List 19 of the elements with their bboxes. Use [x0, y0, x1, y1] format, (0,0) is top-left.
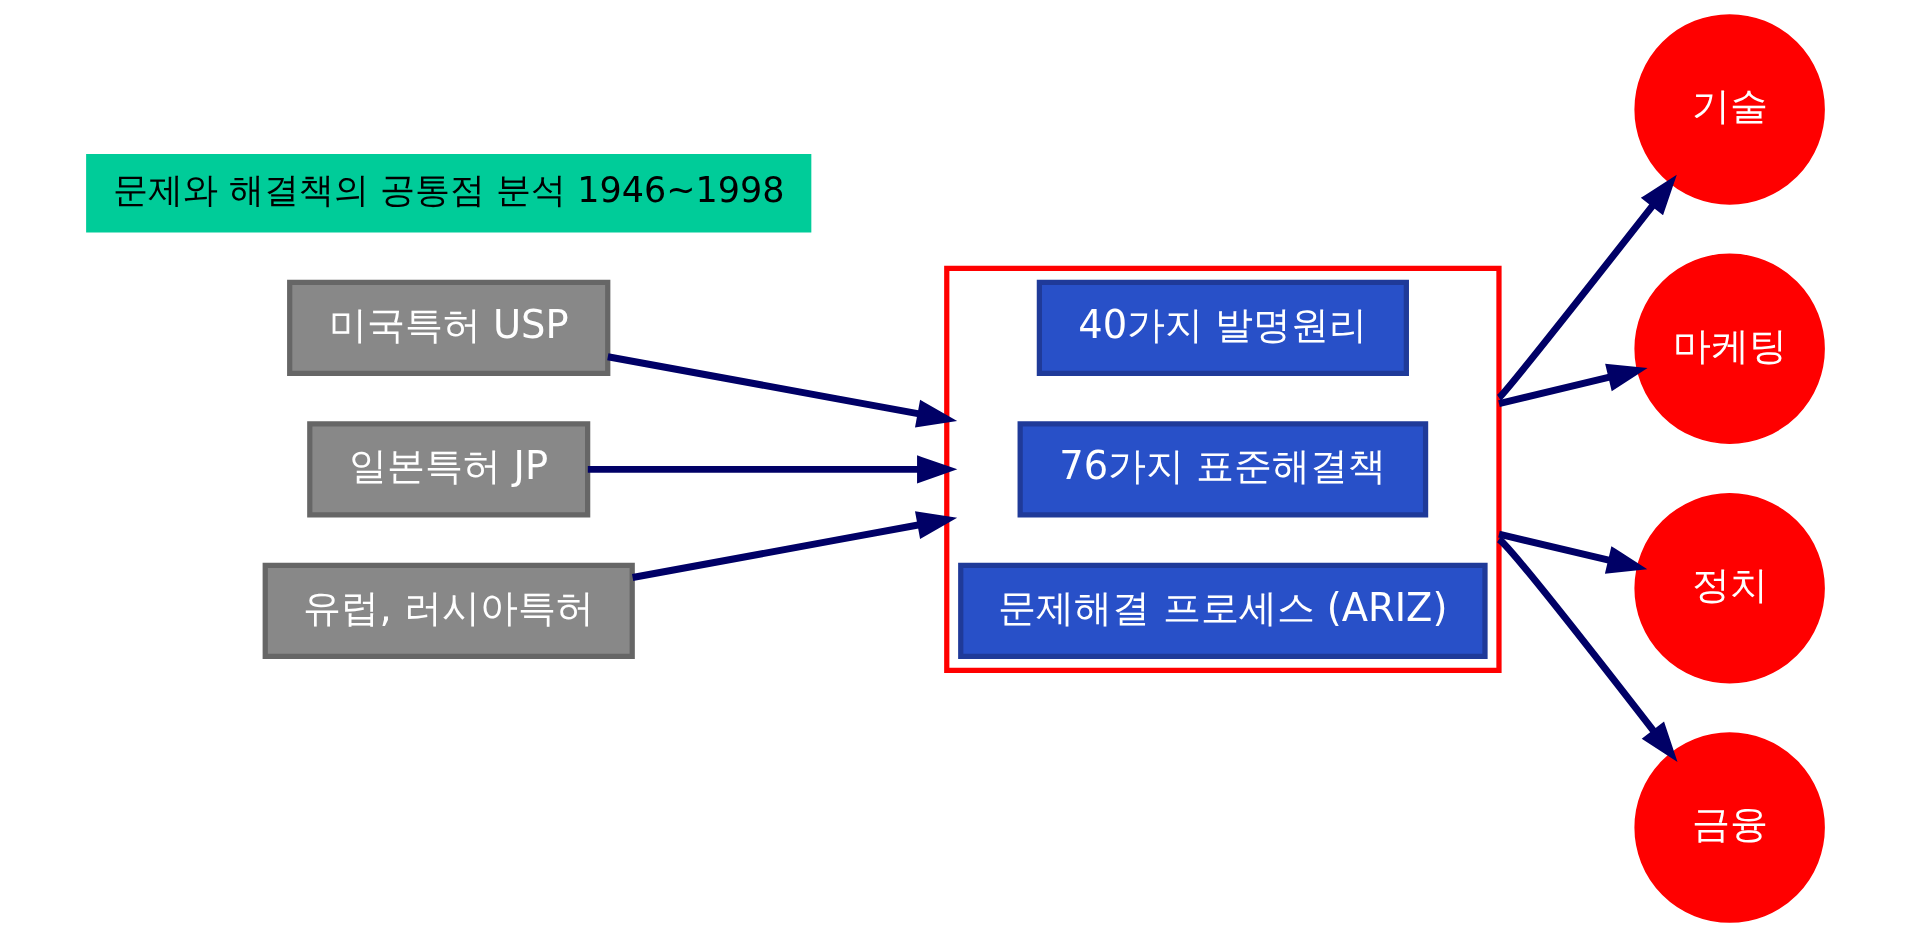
node-circle: 정치	[1634, 492, 1825, 684]
node-box: 40가지 발명원리	[1036, 279, 1409, 376]
arrow	[632, 511, 958, 581]
node-box: 문제와 해결책의 공통점 분석 1946~1998	[86, 153, 812, 233]
cluster	[944, 265, 1502, 673]
node-circle: 마케팅	[1634, 253, 1825, 445]
node-box: 유럽, 러시아특허	[262, 562, 635, 659]
arrow	[1496, 536, 1678, 762]
arrow	[1498, 530, 1648, 574]
node-box: 미국특허 USP	[287, 279, 611, 376]
node-circle: 금융	[1634, 732, 1825, 923]
node-circle: 기술	[1634, 14, 1825, 205]
node-box: 일본특허 JP	[307, 421, 591, 518]
node-box: 76가지 표준해결책	[1017, 421, 1429, 518]
node-box: 문제해결 프로세스 (ARIZ)	[958, 562, 1488, 659]
arrow	[607, 353, 958, 428]
arrow	[1498, 363, 1648, 408]
arrow	[587, 455, 958, 484]
arrow	[1496, 174, 1677, 401]
